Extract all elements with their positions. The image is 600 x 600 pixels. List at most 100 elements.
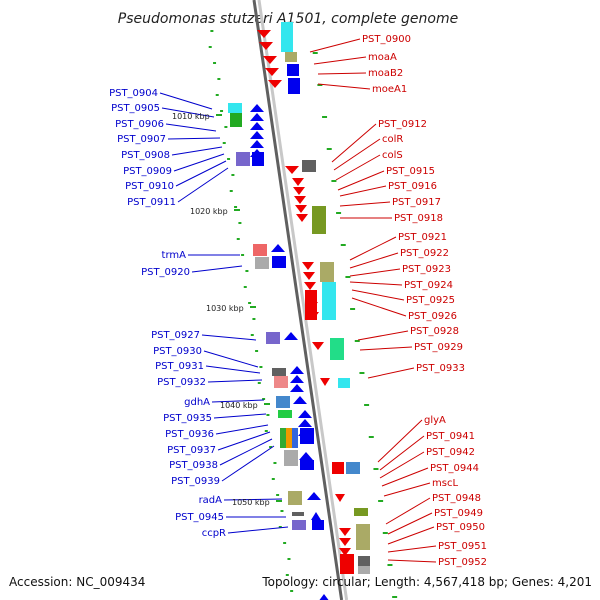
leader-line: [313, 56, 367, 65]
leader-line: [377, 419, 423, 463]
tick-mark: [364, 404, 370, 406]
gene-block: [312, 206, 326, 234]
gene-label: PST_0948: [432, 493, 481, 504]
tick-mark: [354, 340, 360, 342]
accession-text: Accession: NC_009434: [9, 575, 145, 589]
forward-gene-arrow: [250, 104, 264, 112]
leader-line: [211, 399, 265, 403]
tick-mark: [287, 558, 291, 560]
backbone-line: [252, 0, 344, 600]
gene-label: colR: [382, 134, 403, 145]
gene-label: PST_0907: [117, 134, 166, 145]
leader-line: [191, 265, 243, 273]
leader-line: [205, 365, 261, 374]
tick-mark: [252, 318, 256, 320]
scale-tick: [264, 403, 270, 405]
tick-mark: [373, 468, 379, 470]
reverse-gene-arrow: [285, 166, 299, 174]
leader-line: [349, 281, 403, 286]
tick-mark: [273, 462, 277, 464]
leader-line: [339, 185, 387, 197]
map-title: Pseudomonas stutzeri A1501, complete gen…: [118, 11, 458, 27]
tick-mark: [283, 542, 287, 544]
reverse-gene-arrow: [265, 68, 279, 76]
tick-mark: [210, 30, 214, 32]
backbone-layer: [252, 0, 349, 600]
label-layer: PST_0904PST_0905PST_0906PST_0907PST_0908…: [109, 34, 487, 568]
gene-label: glyA: [424, 415, 446, 426]
gene-block: [272, 256, 286, 268]
tick-mark: [350, 308, 356, 310]
gene-block: [236, 152, 250, 166]
forward-gene-arrow: [250, 122, 264, 130]
leader-line: [159, 92, 213, 110]
gene-block: [255, 257, 269, 269]
gene-block: [252, 152, 264, 166]
forward-gene-arrow: [298, 419, 312, 427]
leader-line: [221, 445, 275, 482]
reverse-gene-arrow: [335, 494, 345, 502]
tick-mark: [278, 526, 282, 528]
tick-mark: [326, 148, 332, 150]
tick-mark: [276, 494, 280, 496]
gene-block: [287, 64, 299, 76]
leader-line: [213, 413, 267, 419]
leader-line: [173, 153, 225, 172]
leader-line: [387, 545, 437, 553]
forward-gene-arrow: [290, 366, 304, 374]
leader-line: [387, 526, 435, 545]
leader-line: [379, 451, 425, 479]
gene-label: PST_0916: [388, 181, 437, 192]
scale-label: 1050 kbp: [232, 498, 270, 507]
gene-label: PST_0905: [111, 103, 160, 114]
gene-label: PST_0938: [169, 460, 218, 471]
tick-mark: [224, 126, 228, 128]
leader-line: [207, 379, 263, 383]
leader-line: [387, 512, 433, 535]
forward-gene-arrow: [307, 492, 321, 500]
reverse-gene-arrow: [303, 272, 315, 280]
tick-mark: [331, 180, 337, 182]
forward-gene-arrow: [250, 140, 264, 148]
gene-block: [274, 376, 288, 388]
gene-label: gdhA: [184, 397, 210, 408]
tick-mark: [245, 270, 249, 272]
tick-mark: [229, 190, 233, 192]
tick-mark: [368, 436, 374, 438]
scale-label: 1040 kbp: [220, 401, 258, 410]
tick-mark: [382, 532, 388, 534]
gene-label: colS: [382, 150, 403, 161]
forward-gene-arrow: [311, 512, 321, 520]
reverse-gene-arrow: [292, 178, 304, 186]
tick-mark: [378, 500, 384, 502]
gene-block: [322, 282, 336, 320]
leader-line: [357, 330, 409, 341]
gene-label: PST_0925: [406, 295, 455, 306]
leader-line: [385, 497, 431, 525]
gene-label: PST_0904: [109, 88, 158, 99]
leader-line: [335, 154, 381, 181]
tick-mark: [285, 574, 289, 576]
forward-gene-arrow: [250, 131, 264, 139]
gene-block: [330, 338, 344, 360]
leader-line: [379, 435, 425, 471]
gene-label: PST_0908: [121, 150, 170, 161]
gene-label: PST_0915: [386, 166, 435, 177]
tick-mark: [220, 110, 224, 112]
gene-label: PST_0939: [171, 476, 220, 487]
reverse-gene-arrow: [263, 56, 277, 64]
reverse-gene-arrow: [339, 528, 351, 536]
tick-mark: [215, 94, 219, 96]
gene-label: PST_0949: [434, 508, 483, 519]
gene-block: [286, 428, 292, 448]
gene-block: [302, 160, 316, 172]
leader-line: [349, 236, 397, 261]
tick-mark: [236, 238, 240, 240]
tick-mark: [262, 398, 266, 400]
tick-mark: [359, 372, 365, 374]
gene-block: [340, 554, 354, 574]
gene-label: PST_0910: [125, 181, 174, 192]
gene-block: [281, 22, 293, 52]
gene-block: [228, 103, 242, 113]
reverse-gene-arrow: [268, 80, 282, 88]
